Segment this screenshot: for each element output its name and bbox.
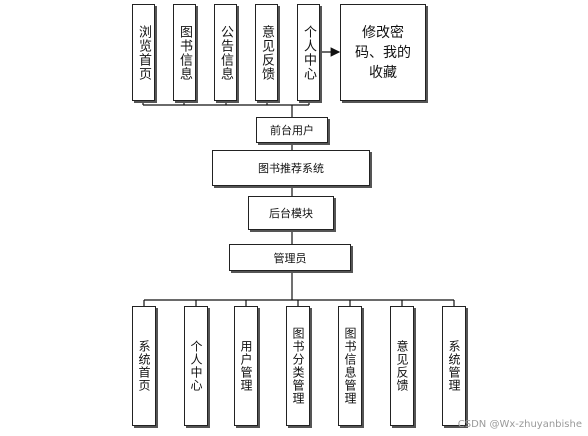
admin-module-category-management: 图书分类管理 xyxy=(286,306,310,426)
admin-node: 管理员 xyxy=(229,244,351,271)
backend-label: 后台模块 xyxy=(269,207,313,220)
system-label: 图书推荐系统 xyxy=(258,162,324,175)
admin-module-feedback-label: 意见反馈 xyxy=(395,340,409,392)
watermark-text: CSDN @Wx-zhuyanbishe xyxy=(457,419,582,430)
module-book-info: 图书信息 xyxy=(173,4,196,101)
admin-module-personal-center-label: 个人中心 xyxy=(189,340,203,392)
front-user-node: 前台用户 xyxy=(256,117,328,143)
admin-module-system-management-label: 系统管理 xyxy=(447,340,461,392)
module-personal-center: 个人中心 xyxy=(297,4,320,101)
admin-module-category-management-label: 图书分类管理 xyxy=(291,327,305,405)
admin-module-system-home: 系统首页 xyxy=(132,306,156,426)
module-browse-home-label: 浏览首页 xyxy=(136,24,151,81)
admin-module-system-management: 系统管理 xyxy=(442,306,466,426)
backend-node: 后台模块 xyxy=(248,196,334,230)
front-user-label: 前台用户 xyxy=(270,124,314,137)
admin-module-user-management-label: 用户管理 xyxy=(239,340,253,392)
module-password-favorites: 修改密码、我的收藏 xyxy=(340,4,426,101)
admin-module-book-info-management-label: 图书信息管理 xyxy=(343,327,357,405)
module-personal-center-label: 个人中心 xyxy=(301,24,316,81)
system-node: 图书推荐系统 xyxy=(212,150,370,186)
module-feedback: 意见反馈 xyxy=(255,4,278,101)
admin-label: 管理员 xyxy=(273,251,307,265)
module-announcement-label: 公告信息 xyxy=(218,24,233,81)
module-feedback-label: 意见反馈 xyxy=(259,24,274,81)
module-book-info-label: 图书信息 xyxy=(177,24,192,81)
module-announcement: 公告信息 xyxy=(214,4,237,101)
admin-module-user-management: 用户管理 xyxy=(234,306,258,426)
admin-module-system-home-label: 系统首页 xyxy=(137,340,151,392)
admin-module-personal-center: 个人中心 xyxy=(184,306,208,426)
admin-module-feedback: 意见反馈 xyxy=(390,306,414,426)
module-password-favorites-label: 修改密码、我的收藏 xyxy=(355,24,411,81)
admin-module-book-info-management: 图书信息管理 xyxy=(338,306,362,426)
module-browse-home: 浏览首页 xyxy=(132,4,155,101)
